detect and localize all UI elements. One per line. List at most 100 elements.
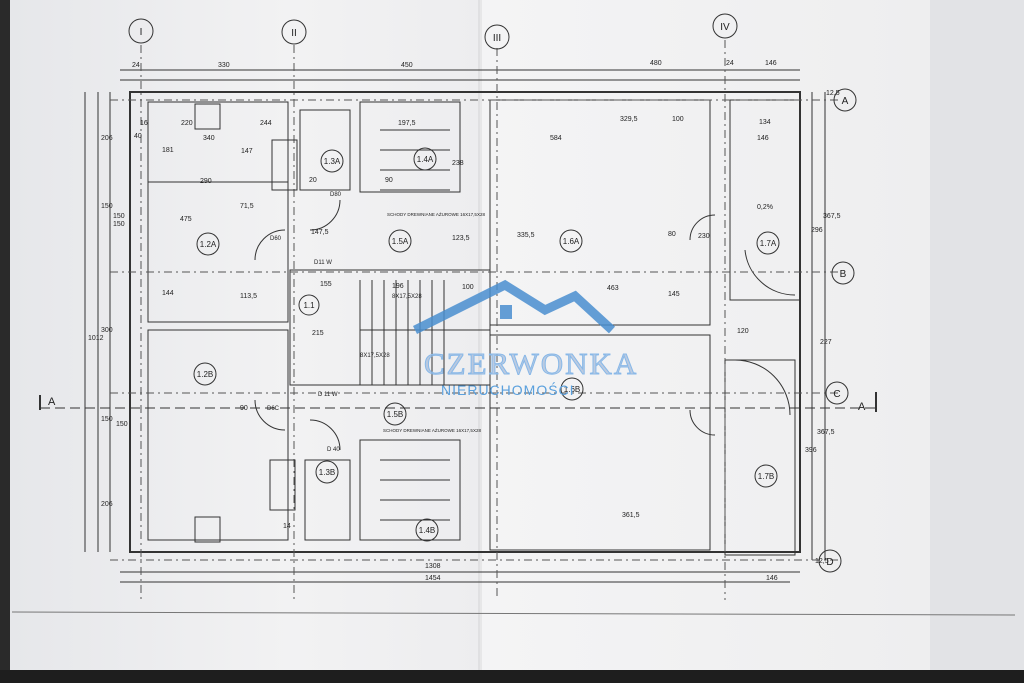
room-outline [729,99,801,301]
sheet-left-page [10,0,480,670]
axis-col-1: I [128,18,154,44]
dim-right: 12,5 [826,90,840,97]
dim-top: 24 [726,60,734,67]
dim-top: 146 [765,60,777,67]
svg-text:1.5B: 1.5B [387,410,403,419]
dim-left: 300 [101,327,113,334]
svg-text:145: 145 [668,291,680,298]
room-tag-1-4b: 1.4B [415,518,439,542]
door-arc [309,199,341,231]
dim-right: 367,5 [823,213,841,220]
svg-text:1.7B: 1.7B [758,472,774,481]
dim-left: 1012 [88,335,104,342]
stair-note-lower: SCHODY DREWNIANE AŻUROWE 16X17,5X28 [383,427,481,433]
room-outline [147,101,289,183]
axis-label: II [291,28,297,39]
sink-symbol [269,459,296,511]
dim-left: 150 [101,416,113,423]
svg-text:D11 W: D11 W [314,260,332,266]
svg-text:244: 244 [260,120,272,127]
svg-text:475: 475 [180,216,192,223]
dim-right: 227 [820,339,832,346]
dim-left: 206 [101,501,113,508]
window-icon [500,305,512,319]
svg-text:D 11 W: D 11 W [318,392,338,398]
svg-text:238: 238 [452,160,464,167]
axis-label: C [833,389,840,400]
stair-hall [289,269,491,386]
roof-icon [412,279,616,335]
stove-symbol [194,516,221,543]
dim-top: 24 [132,62,140,69]
svg-text:1.1: 1.1 [303,301,315,310]
svg-text:1.6B: 1.6B [564,385,580,394]
dim-bottom: 1454 [425,575,441,582]
room-outline [304,459,351,541]
svg-text:230: 230 [698,233,710,240]
axis-label: D [826,557,833,568]
dim-right: 367,5 [817,429,835,436]
svg-text:0,2%: 0,2% [757,204,773,211]
svg-text:197,5: 197,5 [398,120,416,127]
room-tag-1-2a: 1.2A [196,232,220,256]
svg-text:290: 290 [200,178,212,185]
svg-text:181: 181 [162,147,174,154]
room-outline [359,101,461,193]
sink-symbol [271,139,298,191]
sheet-border [11,611,1016,616]
door-arc [689,214,716,241]
section-label-left: A [48,396,56,408]
dim-top: 480 [650,60,662,67]
door-arc [309,419,341,451]
paper-fold [478,0,482,670]
axis-col-3: III [484,24,510,50]
svg-text:D80: D80 [330,192,342,198]
svg-text:20: 20 [309,177,317,184]
svg-text:155: 155 [320,281,332,288]
room-tag-1-1: 1.1 [298,294,320,316]
room-tag-1-3b: 1.3B [315,460,339,484]
dim-left: 150 [116,421,128,428]
watermark-logo [412,279,616,335]
svg-text:14: 14 [283,523,291,530]
room-tags: 1.1 1.2A 1.2B 1.3A 1.3B 1.4A 1.4B 1.5A 1… [193,147,780,542]
door-arc [254,399,286,431]
axis-label: IV [720,22,730,33]
dim-right: 396 [805,447,817,454]
stair-note-upper: SCHODY DREWNIANE AŻUROWE 16X17,5X28 [387,211,485,217]
door-arc [689,409,716,436]
sheet-edge [930,0,1024,683]
dim-right: 12,5 [815,558,829,565]
svg-text:1.2A: 1.2A [200,240,217,249]
svg-text:361,5: 361,5 [622,512,640,519]
axis-col-2: II [281,19,307,45]
svg-text:16: 16 [140,120,148,127]
section-label-right: A [858,401,866,413]
room-tag-1-2b: 1.2B [193,362,217,386]
axis-col-4: IV [712,13,738,39]
room-tag-1-5a: 1.5A [388,229,412,253]
axis-markers: I II III IV A B C D [128,13,857,573]
room-outline [359,439,461,541]
svg-text:113,5: 113,5 [240,293,257,300]
stair-notes: SCHODY DREWNIANE AŻUROWE 16X17,5X28 SCHO… [360,211,485,433]
axis-label: I [140,27,143,38]
svg-text:100: 100 [672,116,684,123]
svg-text:335,5: 335,5 [517,232,535,239]
axis-row-b: B [831,261,855,285]
axis-label: A [842,96,849,107]
svg-text:340: 340 [203,135,215,142]
room-outline [299,109,351,191]
room-tag-1-4a: 1.4A [413,147,437,171]
svg-text:120: 120 [737,328,749,335]
room-outline [489,334,711,551]
watermark-sub: NIERUCHOMOŚCI [441,382,575,398]
svg-text:463: 463 [607,285,619,292]
svg-text:90: 90 [385,177,393,184]
svg-text:329,5: 329,5 [620,116,638,123]
dim-right: 296 [811,227,823,234]
room-tag-1-6a: 1.6A [559,229,583,253]
svg-text:1.2B: 1.2B [197,370,213,379]
stove-symbol [194,103,221,130]
